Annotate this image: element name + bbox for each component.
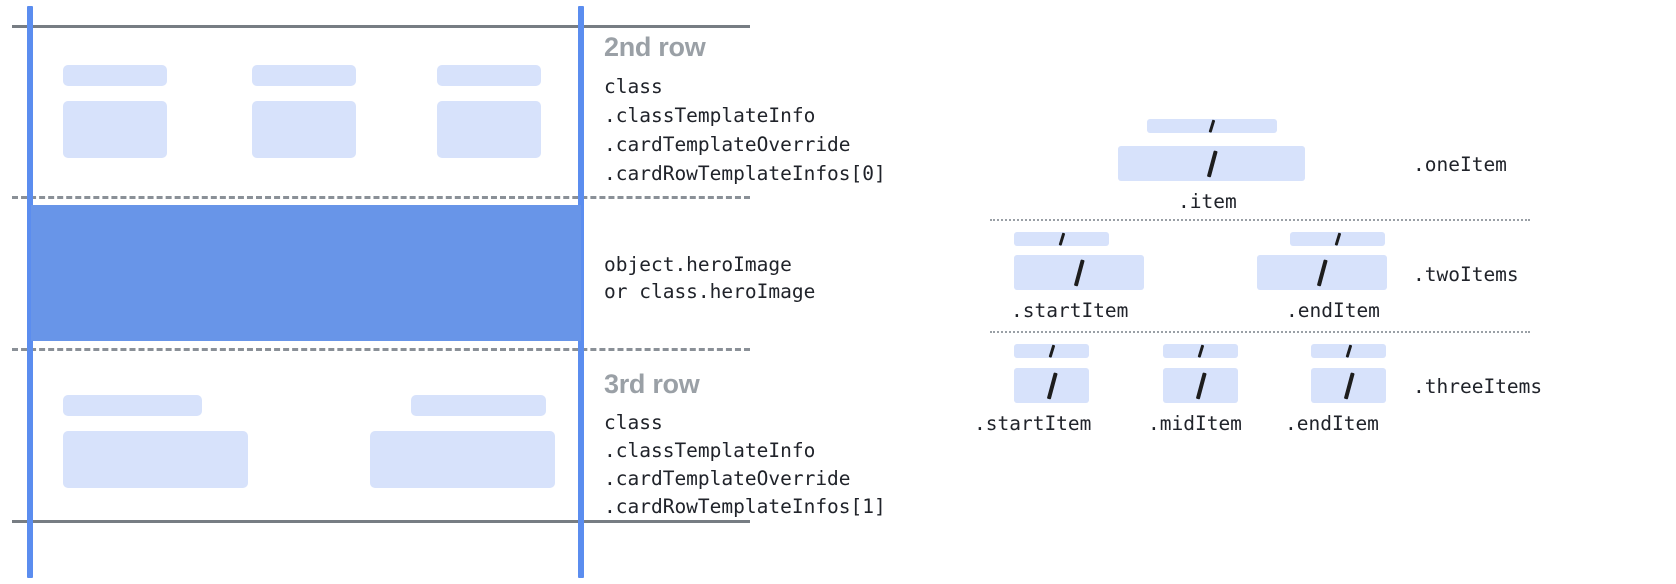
slash-mark	[1073, 258, 1085, 287]
oneitem-item-caption: .item	[1178, 190, 1237, 213]
row2-col2-label-chip	[252, 65, 356, 86]
slash-mark	[1334, 232, 1341, 246]
twoitems-startitem-caption: .startItem	[1011, 299, 1129, 322]
row2-col3-body-chip	[437, 101, 541, 158]
row3-code-line-1: .classTemplateInfo	[604, 439, 816, 462]
slash-mark	[1195, 371, 1206, 400]
row-separator-upper	[12, 196, 750, 199]
threeitems-enditem-body-chip	[1311, 368, 1386, 403]
card-top-rule	[12, 25, 750, 28]
card-right-guide	[578, 6, 584, 578]
card-left-guide	[27, 6, 33, 578]
threeitems-miditem-body-chip	[1163, 368, 1238, 403]
row3-code-line-0: class	[604, 411, 663, 434]
group-separator-2	[990, 331, 1530, 333]
hero-code-line-0: object.heroImage	[604, 253, 792, 276]
threeitems-miditem-label-chip	[1163, 344, 1238, 358]
row3-col2-label-chip	[411, 395, 546, 416]
row3-code-line-3: .cardRowTemplateInfos[1]	[604, 495, 886, 518]
card-bottom-rule	[12, 520, 750, 523]
hero-code-line-1: or class.heroImage	[604, 280, 816, 303]
threeitems-startitem-label-chip	[1014, 344, 1089, 358]
threeitems-startitem-caption: .startItem	[974, 412, 1092, 435]
row3-col1-label-chip	[63, 395, 202, 416]
row2-code-line-0: class	[604, 75, 663, 98]
threeitems-enditem-label-chip	[1311, 344, 1386, 358]
twoitems-enditem-label-chip	[1290, 232, 1385, 246]
hero-image-band	[31, 205, 581, 341]
twoitems-startitem-label-chip	[1014, 232, 1109, 246]
oneitem-group-caption: .oneItem	[1413, 153, 1507, 176]
row3-col2-body-chip	[370, 431, 555, 488]
slash-mark	[1058, 232, 1065, 246]
row2-code-line-2: .cardTemplateOverride	[604, 133, 851, 156]
slash-mark	[1206, 149, 1217, 178]
row3-title: 3rd row	[604, 369, 700, 399]
oneitem-item-label-chip	[1147, 119, 1277, 133]
row2-col3-label-chip	[437, 65, 541, 86]
oneitem-item-body-chip	[1118, 146, 1305, 181]
row2-code-line-3: .cardRowTemplateInfos[0]	[604, 162, 886, 185]
row2-col1-body-chip	[63, 101, 167, 158]
threeitems-group-caption: .threeItems	[1413, 375, 1543, 398]
group-separator-1	[990, 219, 1530, 221]
twoitems-group-caption: .twoItems	[1413, 263, 1519, 286]
threeitems-startitem-body-chip	[1014, 368, 1089, 403]
slash-mark	[1208, 119, 1216, 133]
slash-mark	[1316, 258, 1328, 287]
slash-mark	[1197, 344, 1204, 358]
row3-code-line-2: .cardTemplateOverride	[604, 467, 851, 490]
twoitems-startitem-body-chip	[1014, 255, 1144, 290]
row3-col1-body-chip	[63, 431, 248, 488]
row-separator-lower	[12, 348, 750, 351]
row2-col2-body-chip	[252, 101, 356, 158]
slash-mark	[1048, 344, 1055, 358]
twoitems-enditem-caption: .endItem	[1286, 299, 1380, 322]
slash-mark	[1046, 371, 1057, 400]
row2-col1-label-chip	[63, 65, 167, 86]
slash-mark	[1345, 344, 1352, 358]
threeitems-miditem-caption: .midItem	[1148, 412, 1242, 435]
threeitems-enditem-caption: .endItem	[1285, 412, 1379, 435]
row2-code-line-1: .classTemplateInfo	[604, 104, 816, 127]
twoitems-enditem-body-chip	[1257, 255, 1387, 290]
row2-title: 2nd row	[604, 32, 706, 62]
slash-mark	[1343, 371, 1354, 400]
